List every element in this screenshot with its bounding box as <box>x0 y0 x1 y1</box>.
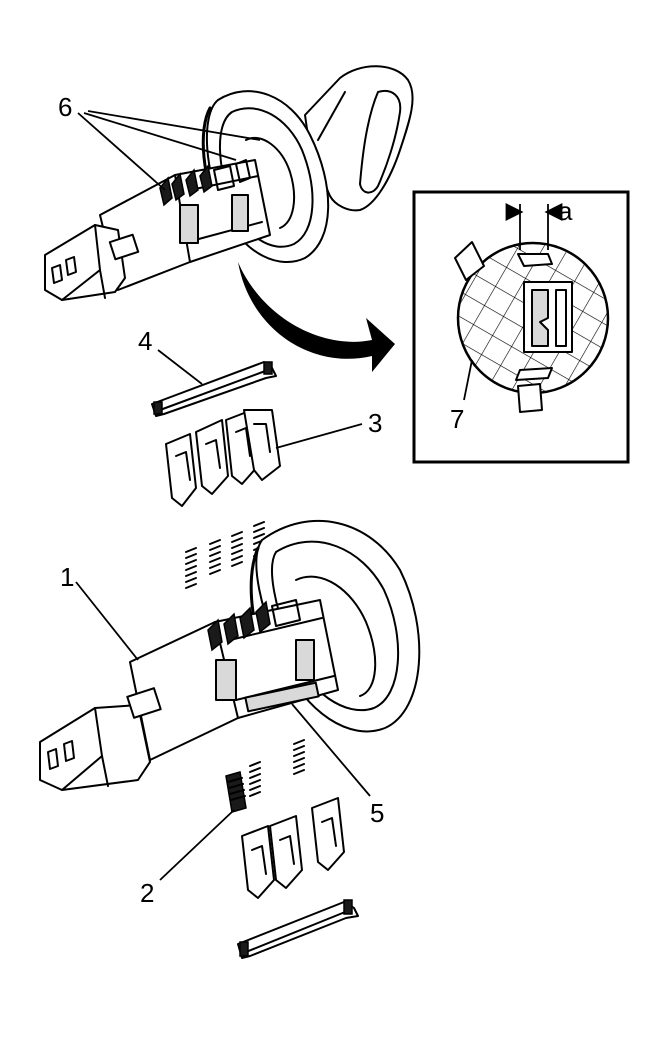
top-cam-end <box>44 224 140 301</box>
callout-3: 3 <box>368 408 382 438</box>
callout-7: 7 <box>450 404 464 434</box>
springs-top <box>185 521 265 589</box>
callout-a: a <box>558 196 573 226</box>
callout-1: 1 <box>60 562 74 592</box>
key <box>304 65 414 212</box>
springs-bottom <box>159 739 305 881</box>
retainer-clip-top <box>151 349 277 417</box>
callout-5: 5 <box>370 798 384 828</box>
tumbler-wafers-bottom <box>241 797 345 899</box>
top-cylinder-body <box>99 159 271 291</box>
callout-4: 4 <box>138 326 152 356</box>
tumbler-wafers-top <box>165 409 363 507</box>
callout-2: 2 <box>140 878 154 908</box>
detail-inset <box>412 190 630 464</box>
curved-arrow <box>238 262 395 372</box>
callout-6: 6 <box>58 92 72 122</box>
top-lock-cylinder-assembly <box>44 65 414 301</box>
bottom-lock-cylinder-assembly <box>39 519 421 797</box>
retainer-clip-bottom <box>237 899 359 959</box>
